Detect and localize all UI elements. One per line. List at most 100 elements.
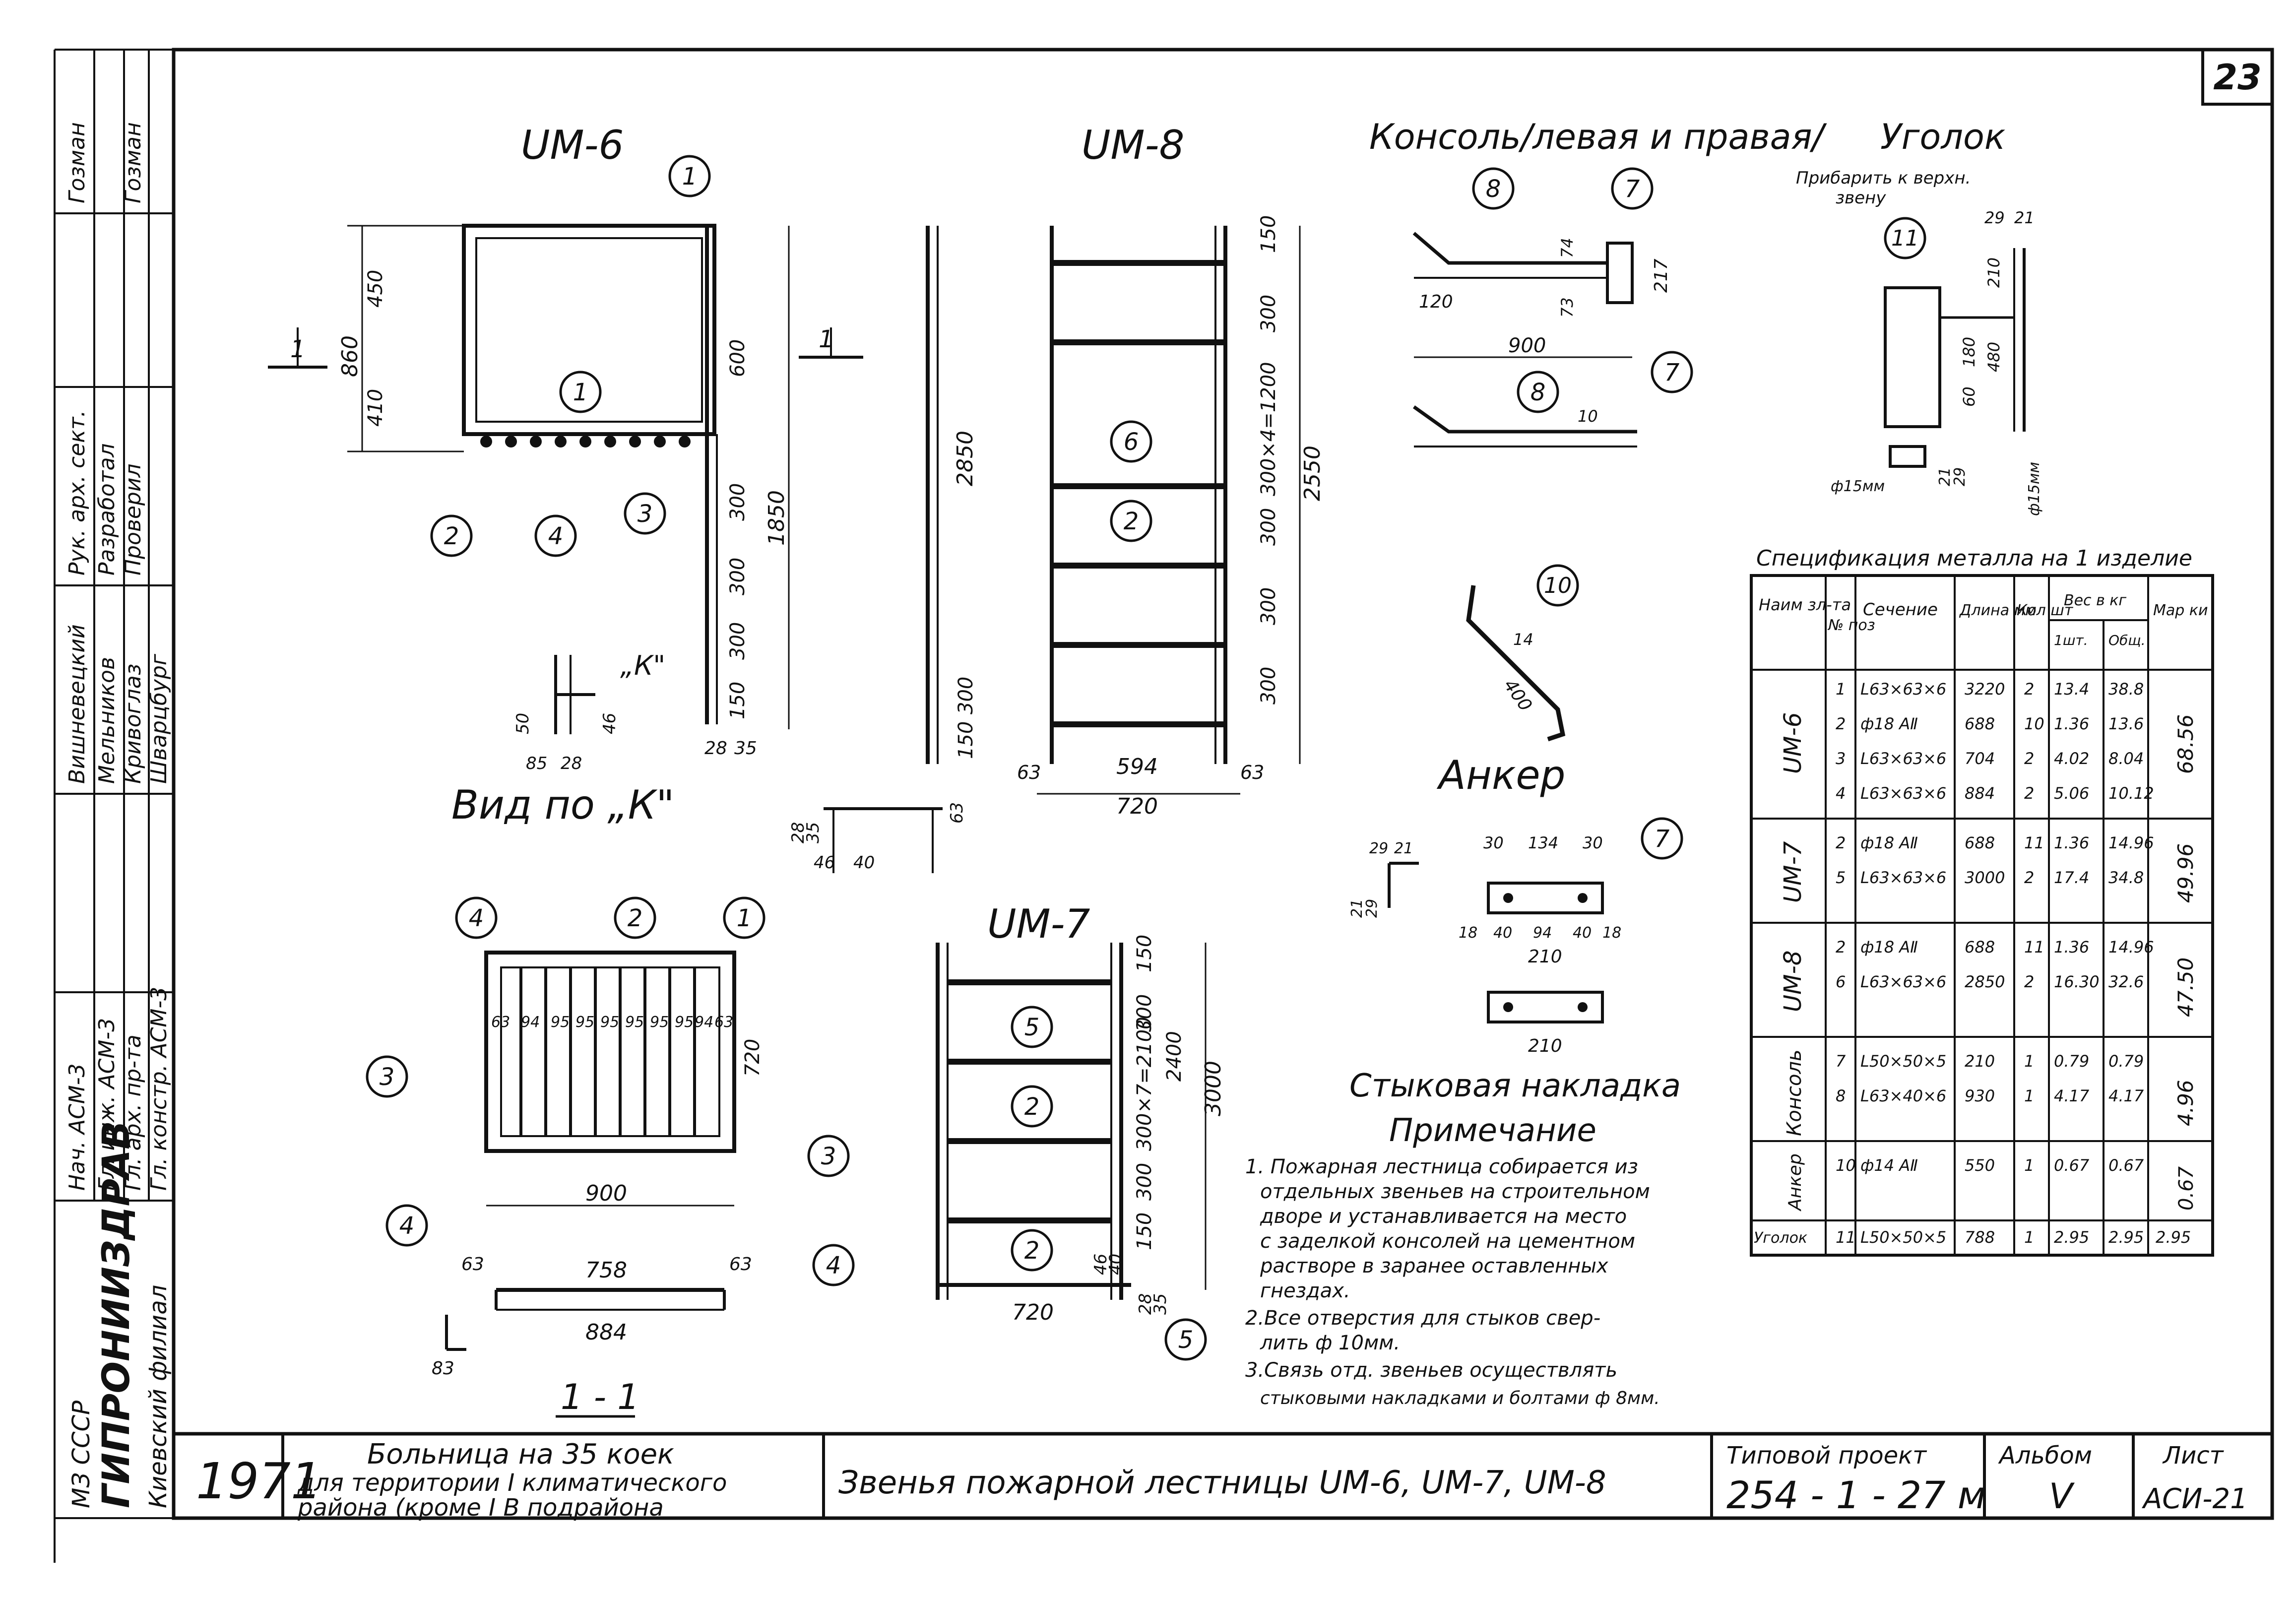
spec-h-qty: Кол шт <box>2017 602 2074 619</box>
um7-dim-2400: 2400 <box>1163 1031 1186 1082</box>
um8-dim-300b: 300 <box>1257 508 1280 546</box>
corner-dim-29: 29 <box>1984 208 2005 227</box>
spec-h-total: Общ. <box>2108 632 2146 648</box>
org-ministry: МЗ СССР <box>67 1401 95 1508</box>
callout-1b: 1 <box>559 371 602 413</box>
name3-2: Гозман <box>121 122 146 203</box>
corner-dim-60: 60 <box>1960 386 1978 407</box>
callout-5b: 5 <box>1164 1318 1207 1361</box>
role-1: Нач. АСМ-3 <box>64 1063 90 1191</box>
stamp-album: V <box>2049 1476 2075 1517</box>
stamp-year: 1971 <box>196 1452 322 1510</box>
plate-dim-210b: 210 <box>1528 1036 1562 1056</box>
svg-text:0.67: 0.67 <box>2054 1156 2090 1175</box>
view-k-detail: „К" 85 28 50 46 Вид по „К" <box>451 650 674 828</box>
stamp-sheet: АСИ-21 <box>2142 1483 2248 1515</box>
um8-rungs <box>1052 260 1225 727</box>
um6-dim-600: 600 <box>726 339 749 377</box>
plan-rungs <box>519 967 696 1136</box>
side-stamp <box>55 50 174 1202</box>
svg-text:11: 11 <box>2024 833 2044 852</box>
plan-dim-28: 28 <box>788 822 808 843</box>
callout-3c: 3 <box>807 1135 850 1177</box>
svg-text:1: 1 <box>2024 1156 2034 1175</box>
note-line-5: растворе в заранее оставленных <box>1260 1255 1608 1278</box>
spec-group-corner: Уголок <box>1754 1229 1807 1247</box>
um6-dim-300c: 300 <box>726 622 749 660</box>
svg-text:788: 788 <box>1965 1228 1995 1247</box>
svg-text:17.4: 17.4 <box>2054 868 2089 887</box>
spec-h-weight: Вес в кг <box>2064 592 2126 609</box>
corner-dim-d15b: ф15мм <box>2026 462 2043 516</box>
console-detail: Консоль/левая и правая/ 120 74 73 217 90… <box>1369 117 1827 447</box>
svg-text:0.67: 0.67 <box>2108 1156 2144 1175</box>
um7-title: UM-7 <box>987 901 1090 947</box>
view-k-dim-46: 46 <box>600 713 620 734</box>
svg-text:L50×50×5: L50×50×5 <box>1860 1228 1946 1247</box>
corner-note-2: звену <box>1836 188 1886 208</box>
anchor-detail: 400 14 Анкер <box>1436 585 1565 798</box>
spec-table: Спецификация металла на 1 изделие Наим з… <box>1750 546 2214 1257</box>
plate-title: Стыковая накладка <box>1349 1068 1681 1104</box>
svg-text:2: 2 <box>2024 868 2034 887</box>
um6-dim-150: 150 <box>726 682 749 719</box>
side-role-labels: Нач. АСМ-3 Гл. инж. АСМ-3 Гл. арх. пр-та… <box>64 122 172 1508</box>
console-dim-217: 217 <box>1651 258 1671 293</box>
role-2: Гл. инж. АСМ-3 <box>94 1018 120 1191</box>
corner-dim-d15a: ф15мм <box>1831 478 1885 495</box>
svg-text:2.95: 2.95 <box>2108 1228 2144 1247</box>
um6-elevation: UM-6 1 860 450 410 600 1850 300 300 300 … <box>268 122 790 759</box>
um7-dim-46: 46 <box>1091 1254 1111 1275</box>
um8-dim-1200: 300×4=1200 <box>1257 362 1280 496</box>
plan-dim-94: 94 <box>521 1014 540 1031</box>
um8-dim-2850: 2850 <box>953 431 978 486</box>
note-line-3: дворе и устанавливается на место <box>1260 1205 1627 1228</box>
plan-dim-95c: 95 <box>600 1014 619 1031</box>
callout-2b: 2 <box>1110 500 1152 542</box>
org-name: ГИПРОНИИЗДРАВ <box>94 1121 138 1508</box>
spec-h-length: Длина мм <box>1959 602 2037 619</box>
um6-dim-410: 410 <box>364 389 387 427</box>
stamp-object-3: района (кроме I В подрайона <box>297 1494 664 1522</box>
name2-1: Рук. арх. сект. <box>64 410 90 575</box>
joint-plate-detail: 29 21 21 29 30 134 30 18 40 94 40 18 210… <box>1348 833 1681 1104</box>
svg-text:1.36: 1.36 <box>2054 714 2089 733</box>
spec-h-section: Сечение <box>1863 600 1938 620</box>
plan-section-1-1: 900 720 63 94 95 95 95 95 95 95 94 63 75… <box>432 951 764 1418</box>
plan-dim-95b: 95 <box>575 1014 594 1031</box>
name-1: Вишневецкий <box>64 624 90 784</box>
um7-dim-35: 35 <box>1150 1293 1170 1315</box>
svg-text:10: 10 <box>1544 573 1572 598</box>
spec-mark-corner: 2.95 <box>2156 1228 2191 1247</box>
svg-text:5: 5 <box>1836 868 1846 887</box>
svg-text:1: 1 <box>2024 1052 2034 1071</box>
um8-dim-594: 594 <box>1116 754 1158 779</box>
callout-6: 6 <box>1110 420 1152 463</box>
svg-text:ф14 АⅡ: ф14 АⅡ <box>1860 1156 1918 1175</box>
um7-dim-300b: 300 <box>1133 1163 1156 1201</box>
spec-h-name: Наим зл-та <box>1759 595 1851 614</box>
corner-dim-180: 180 <box>1960 337 1978 367</box>
svg-text:7: 7 <box>1655 825 1670 853</box>
spec-mark-um8: 47.50 <box>2173 958 2198 1017</box>
plate-dim-40b: 40 <box>1573 924 1592 942</box>
plan-dim-63: 63 <box>491 1014 510 1031</box>
svg-text:14.96: 14.96 <box>2108 938 2154 957</box>
stamp-album-label: Альбом <box>1998 1442 2092 1469</box>
corner-dim-21: 21 <box>2014 208 2035 227</box>
svg-text:ф18 АⅡ: ф18 АⅡ <box>1860 833 1918 852</box>
callout-2a: 2 <box>430 514 473 557</box>
svg-text:8: 8 <box>1531 379 1546 406</box>
um8-dim-150: 150 <box>1257 215 1280 253</box>
svg-text:7: 7 <box>1625 175 1640 203</box>
um6-dim-28: 28 <box>704 738 727 759</box>
um7-rungs <box>948 979 1111 1223</box>
title-block: 1971 Больница на 35 коек для территории … <box>196 1434 2248 1522</box>
name2-2: Разработал <box>94 443 120 575</box>
svg-text:13.6: 13.6 <box>2108 714 2144 733</box>
svg-text:6: 6 <box>1836 972 1846 991</box>
sheet-number: 23 <box>2213 57 2261 98</box>
